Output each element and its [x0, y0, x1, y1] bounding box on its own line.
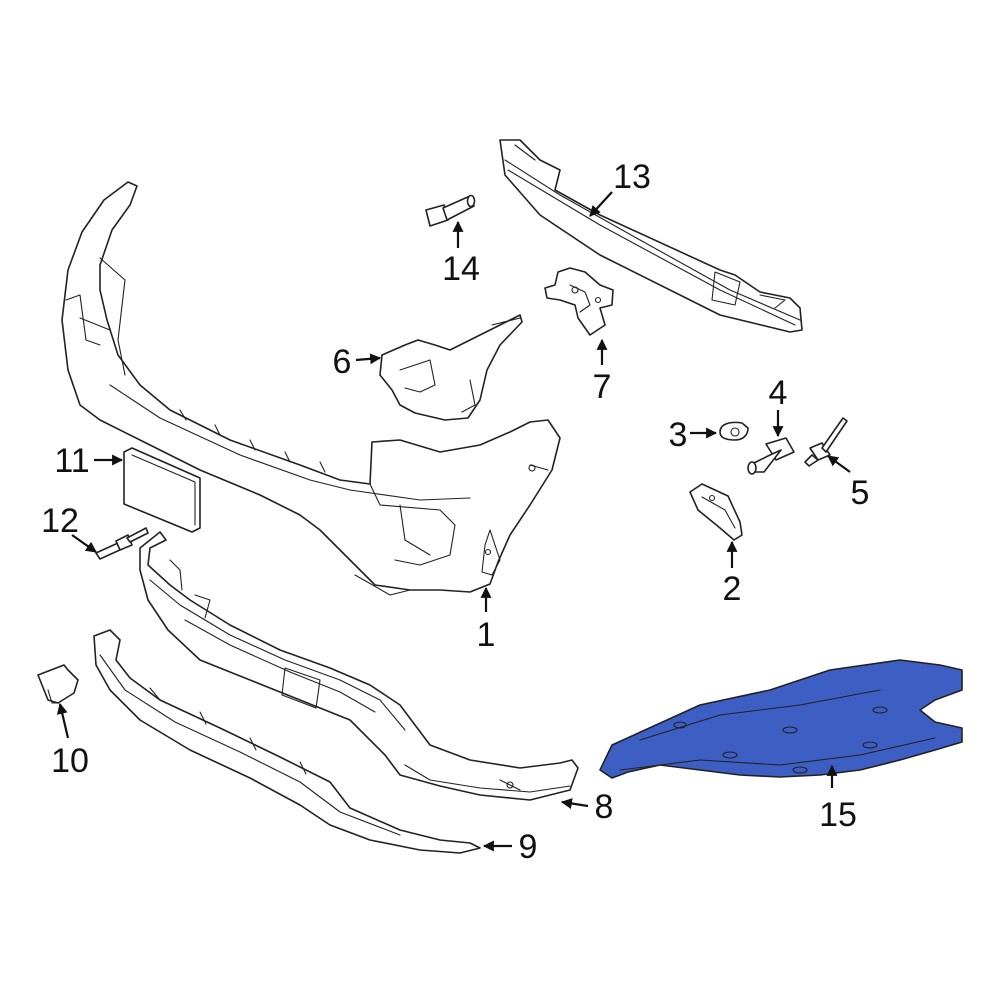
callout-10: 10 — [51, 742, 89, 780]
callout-12: 12 — [41, 502, 79, 540]
callout-4: 4 — [769, 374, 788, 412]
part-2-bracket[interactable] — [689, 483, 743, 541]
part-13-reinforcement-beam[interactable] — [499, 139, 803, 333]
callout-5: 5 — [851, 474, 870, 512]
part-8-lower-valance[interactable] — [139, 531, 579, 801]
part-6-bracket[interactable] — [379, 314, 523, 421]
callout-7: 7 — [593, 368, 612, 406]
callout-13: 13 — [613, 158, 651, 196]
part-15-splash-shield[interactable] — [599, 659, 963, 779]
callout-8: 8 — [595, 788, 614, 826]
part-7-bracket[interactable] — [544, 267, 614, 336]
part-4-bolt[interactable] — [747, 437, 795, 475]
part-3-clip[interactable] — [719, 421, 749, 441]
callout-2: 2 — [723, 570, 742, 608]
callout-3: 3 — [669, 416, 688, 454]
callout-6: 6 — [333, 343, 352, 381]
callout-15: 15 — [819, 796, 857, 834]
part-1-bumper-cover[interactable] — [61, 181, 561, 596]
callout-9: 9 — [519, 828, 538, 866]
part-11-license-bracket[interactable] — [123, 447, 201, 533]
part-14-bolt[interactable] — [425, 194, 476, 227]
callout-14: 14 — [442, 250, 480, 288]
callout-11: 11 — [54, 442, 89, 480]
part-9-lower-trim[interactable] — [93, 629, 481, 854]
callout-labels: 1 2 3 4 5 6 7 8 9 10 11 12 13 14 15 — [41, 158, 869, 866]
splash-shield-highlight — [599, 659, 963, 779]
callout-leaders — [56, 191, 851, 852]
part-5-push-pin[interactable] — [804, 417, 848, 467]
callout-1: 1 — [477, 616, 496, 654]
part-10-cover[interactable] — [37, 664, 79, 704]
part-12-fastener[interactable] — [95, 527, 149, 560]
